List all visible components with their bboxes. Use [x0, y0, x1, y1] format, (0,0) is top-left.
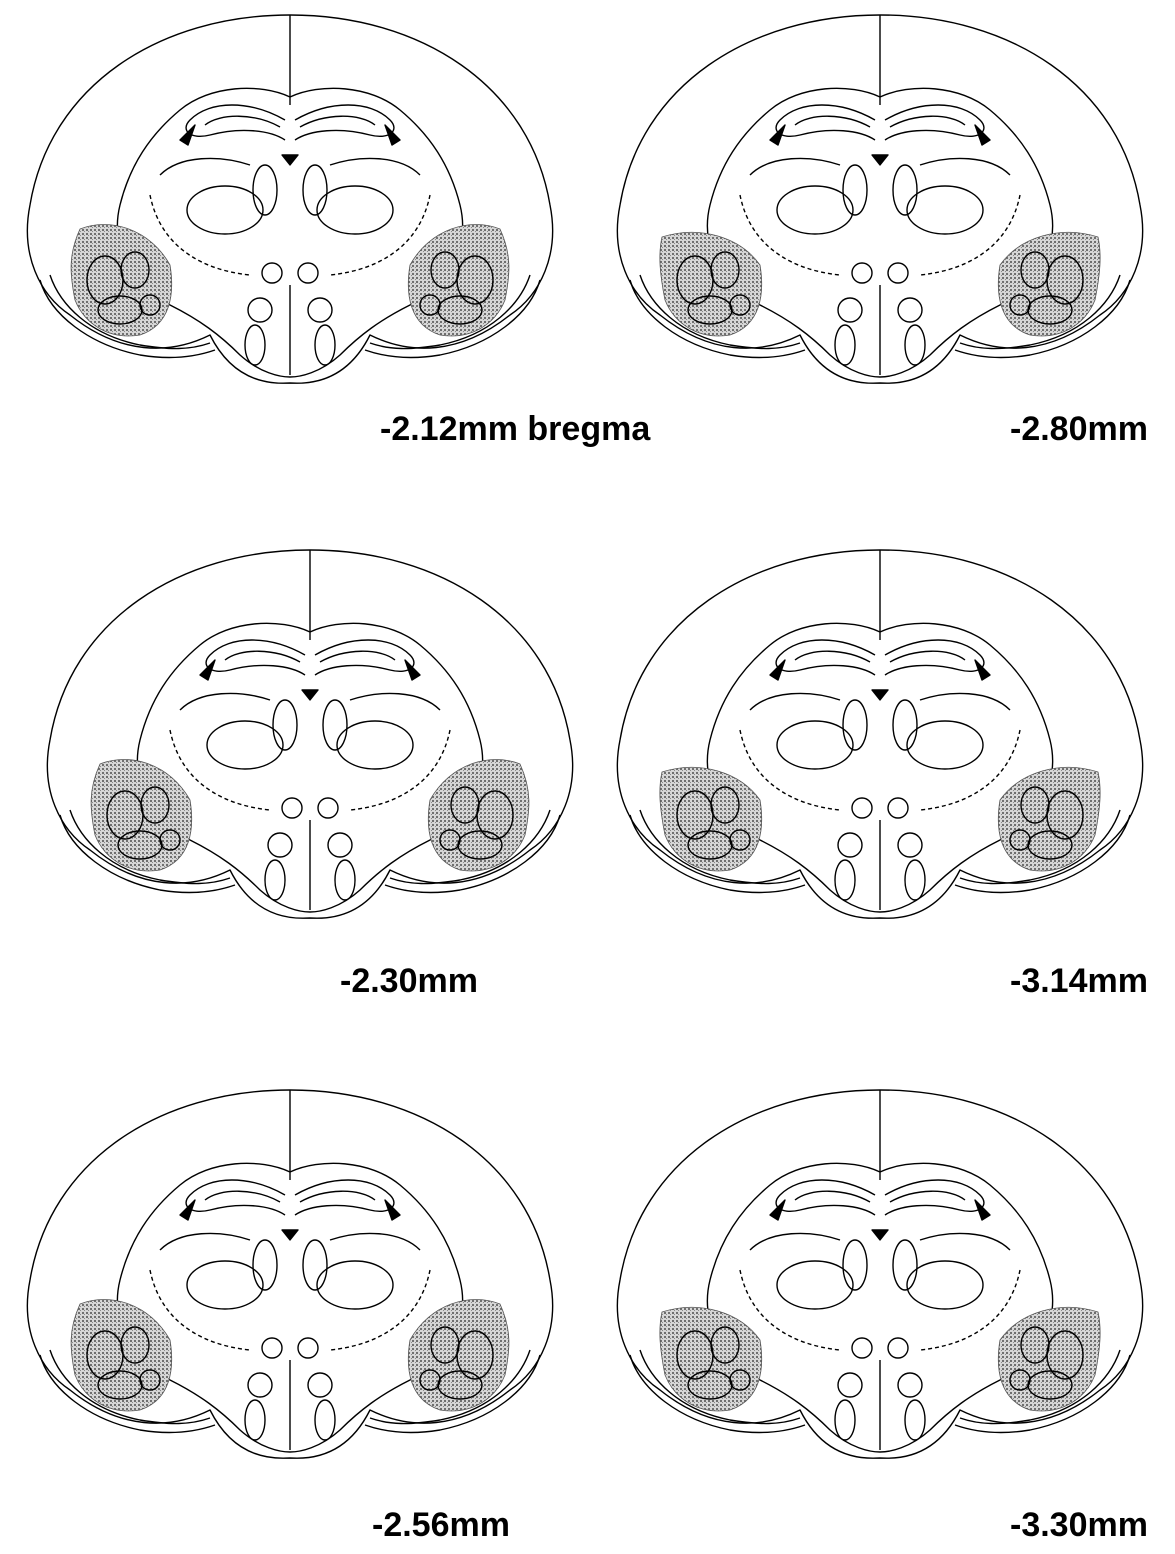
shaded-region: [71, 225, 172, 336]
shaded-region: [660, 232, 762, 336]
section-drawing: [600, 1080, 1160, 1480]
section-label-4: -3.14mm: [1010, 962, 1148, 1001]
shaded-region: [660, 767, 762, 871]
ventricle-mark: [282, 1230, 298, 1240]
section-label-5: -2.56mm: [372, 1506, 510, 1545]
shaded-region: [660, 1307, 762, 1411]
section-label-2: -2.80mm: [1010, 410, 1148, 449]
brain-section-4: [600, 540, 1160, 940]
brain-section-1: [10, 5, 570, 405]
brain-section-5: [10, 1080, 570, 1480]
shaded-region: [408, 1300, 509, 1411]
ventricle-mark: [872, 155, 888, 165]
shaded-region: [428, 760, 529, 871]
shaded-region: [998, 232, 1100, 336]
section-label-1: -2.12mm bregma: [380, 410, 650, 449]
ventricle-mark: [282, 155, 298, 165]
section-drawing: [600, 540, 1160, 940]
shaded-region: [998, 1307, 1100, 1411]
brain-section-3: [30, 540, 590, 940]
brain-section-6: [600, 1080, 1160, 1480]
brain-section-2: [600, 5, 1160, 405]
section-drawing: [30, 540, 590, 940]
shaded-region: [408, 225, 509, 336]
ventricle-mark: [872, 1230, 888, 1240]
ventricle-mark: [872, 690, 888, 700]
shaded-region: [91, 760, 192, 871]
ventricle-mark: [302, 690, 318, 700]
section-drawing: [10, 5, 570, 405]
section-label-3: -2.30mm: [340, 962, 478, 1001]
shaded-region: [71, 1300, 172, 1411]
shaded-region: [998, 767, 1100, 871]
section-drawing: [10, 1080, 570, 1480]
section-label-6: -3.30mm: [1010, 1506, 1148, 1545]
section-drawing: [600, 5, 1160, 405]
